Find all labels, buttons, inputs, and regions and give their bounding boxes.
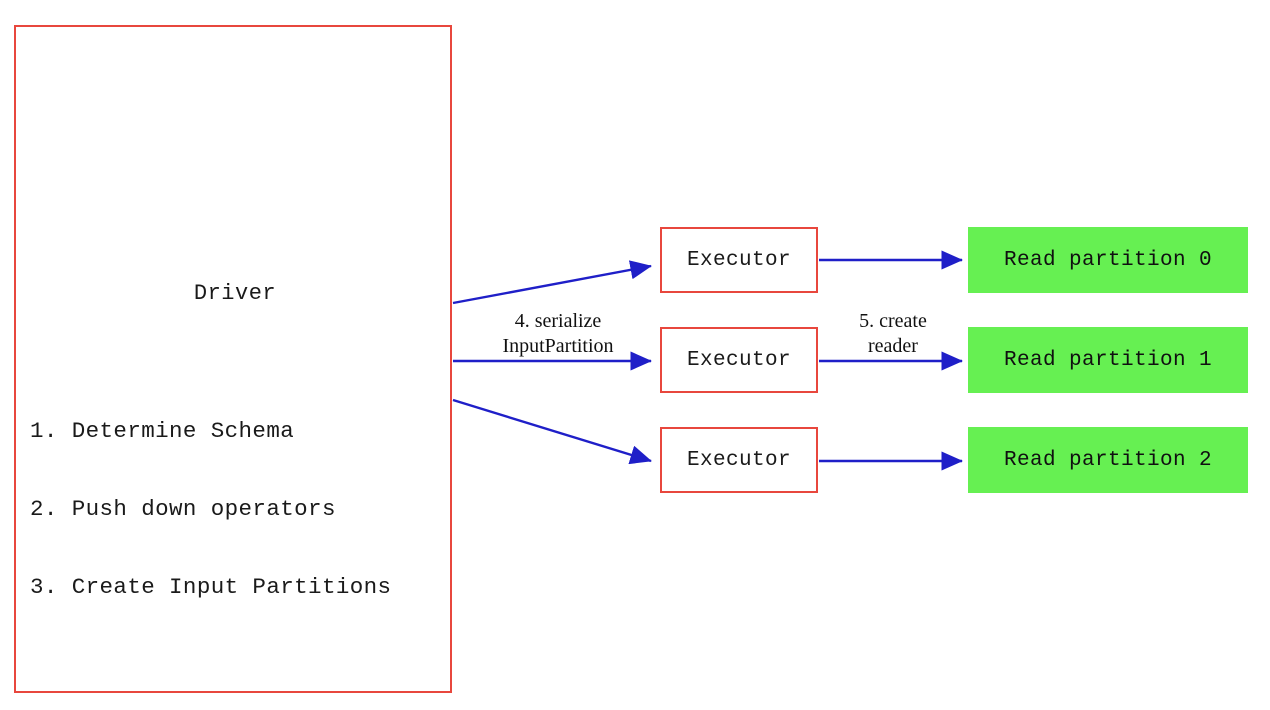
driver-step-3: 3. Create Input Partitions [30, 574, 392, 600]
driver-step-1: 1. Determine Schema [30, 418, 295, 444]
driver-box: Driver 1. Determine Schema 2. Push down … [14, 25, 452, 693]
partition-label-0: Read partition 0 [1003, 248, 1213, 272]
executor-box-0: Executor [660, 227, 818, 293]
driver-steps-list: 1. Determine Schema 2. Push down operato… [30, 366, 450, 652]
edge-label-create-reader: 5. create reader [823, 309, 963, 359]
edge-label-create-reader-line2: reader [868, 335, 918, 357]
driver-title: Driver [193, 281, 277, 306]
driver-step-2: 2. Push down operators [30, 496, 336, 522]
executor-label-1: Executor [686, 348, 792, 372]
partition-label-1: Read partition 1 [1003, 348, 1213, 372]
partition-box-2: Read partition 2 [968, 427, 1248, 493]
edge-label-serialize-line2: InputPartition [502, 335, 614, 357]
arrow-driver-to-executor-2 [452, 398, 652, 465]
edge-label-serialize: 4. serialize InputPartition [458, 309, 658, 359]
partition-label-2: Read partition 2 [1003, 448, 1213, 472]
edge-label-serialize-line1: 4. serialize [514, 310, 602, 332]
executor-box-2: Executor [660, 427, 818, 493]
arrow-driver-to-executor-0 [452, 260, 652, 305]
partition-box-0: Read partition 0 [968, 227, 1248, 293]
edge-label-create-reader-line1: 5. create [859, 310, 927, 332]
executor-label-0: Executor [686, 248, 792, 272]
executor-label-2: Executor [686, 448, 792, 472]
partition-box-1: Read partition 1 [968, 327, 1248, 393]
executor-box-1: Executor [660, 327, 818, 393]
